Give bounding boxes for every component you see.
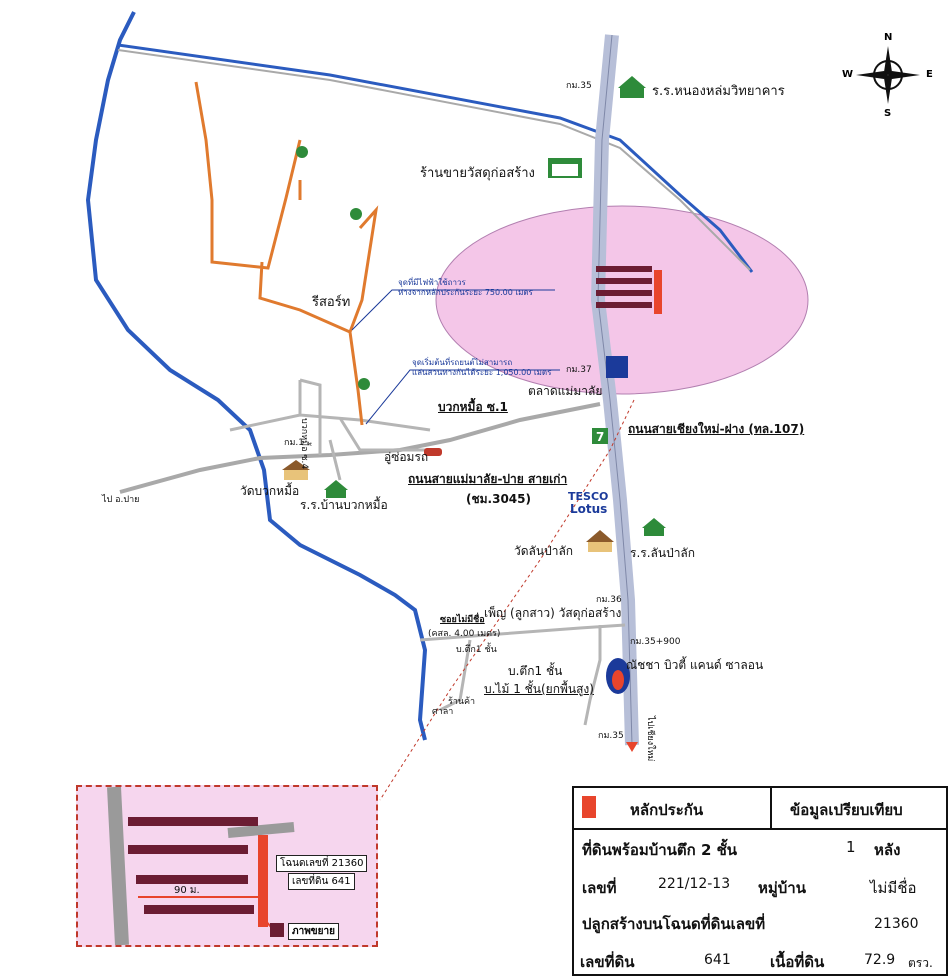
soi-width-label: (คสล. 4.00 เมตร) [428,629,501,639]
area-unit: ตรว. [908,956,933,970]
school-lan-pa-lak-icon [642,518,666,536]
phen-store-label: เพ็ญ (ลูกสาว) วัสดุก่อสร้าง [484,606,622,620]
house-1-storey-top-label: บ.ตึก1 ชั้น [456,645,497,655]
km1-label: กม.1 [284,438,304,448]
bank-icon [606,356,628,378]
wood-house-label: บ.ไม้ 1 ชั้น(ยกพื้นสูง) [484,682,594,696]
wat-buak-muea-label: วัดบวกหมื้อ [240,484,300,498]
enlarged-inset: โฉนดเลขที่ 21360 เลขที่ดิน 641 90 ม. ภาพ… [76,785,378,947]
house-1-storey-label: บ.ตึก1 ชั้น [508,664,563,678]
orange-path [194,81,379,426]
compass-n: N [884,32,893,43]
svg-text:7: 7 [596,430,604,444]
school-buak-muea-label: ร.ร.บ้านบวกหมื้อ [300,498,388,512]
leader-power [351,289,555,331]
collateral-header: หลักประกัน [630,801,704,819]
unit-count: 1 [846,838,856,856]
inset-enlarged: ภาพขยาย [288,923,339,940]
house-no-label: เลขที่ [582,879,617,897]
highlight-zone [435,205,809,395]
km35-bottom-label: กม.35 [598,731,624,741]
road-mae-malai-pai-label: ถนนสายแม่มาลัย-ปาย สายเก่า [408,472,568,486]
inset-deed-no: โฉนดเลขที่ 21360 [276,855,368,872]
compass: N S W E [840,32,936,119]
leader-start [365,369,560,425]
garage-label: อู่ซ่อมรถ [384,450,429,464]
inset-land-no: เลขที่ดิน 641 [288,873,355,890]
compass-s: S [884,108,892,119]
village-label: หมู่บ้าน [758,879,806,897]
road-code-3045-label: (ชม.3045) [466,492,531,506]
start-note: จุดเริ่มต้นที่รถยนต์ไม่สามารถแล่นสวนทางก… [412,358,552,377]
property-type: ที่ดินพร้อมบ้านตึก 2 ชั้น [582,841,738,859]
highway-107-edge [597,34,633,746]
deed-label: ปลูกสร้างบนโฉนดที่ดินเลขที่ [582,915,766,933]
deed-no: 21360 [874,916,919,932]
garage-car-icon [424,448,442,456]
marker-2 [350,208,362,220]
land-no-label: เลขที่ดิน [580,953,635,971]
seven-eleven-icon [592,428,608,444]
area: 72.9 [864,952,896,968]
inset-link [379,399,635,801]
school-lan-pa-lak-label: ร.ร.ลันป่าลัก [630,546,696,560]
north-road [117,49,751,271]
house-no: 221/12-13 [658,876,731,892]
collateral-marker [582,796,596,818]
to-pai-label: ไป อ.ปาย [102,495,140,505]
house-rows [596,266,662,314]
soi-unnamed [419,623,626,726]
km35-top-label: กม.35 [566,81,592,91]
sala-label: ศาลา [432,707,454,717]
compass-w: W [842,69,854,80]
school-buak-muea-icon [324,480,348,498]
compass-e: E [926,69,933,80]
unnamed-soi-label: ซอยไม่มีชื่อ [440,615,485,625]
to-chiangmai-label: ไปเชียงใหม่ [645,716,655,762]
area-label: เนื้อที่ดิน [770,953,825,971]
comparison-header: ข้อมูลเปรียบเทียบ [790,801,903,819]
village: ไม่มีชื่อ [870,879,917,897]
road-chiangmai-fang-label: ถนนสายเชียงใหม่-ฝาง (ทล.107) [628,422,805,436]
tesco-label-1: TESCO [568,490,609,503]
north-road-river [117,43,754,273]
marker-3 [358,378,370,390]
km37-label: กม.37 [566,365,592,375]
power-note: จุดที่มีไฟฟ้าใช้ถาวรห่างจากหลักประกันระย… [398,278,533,297]
to-chiangmai-arrow [626,742,638,752]
km35-900-label: กม.35+900 [630,637,681,647]
tesco-label-2: Lotus [570,502,608,516]
salon-label: ณัชชา บิวตี้ แคนด์ ซาลอน [626,658,764,672]
school-nonglom-icon [618,76,646,98]
land-no: 641 [704,952,731,968]
resort-label: รีสอร์ท [312,295,351,310]
unit-label: หลัง [874,841,901,859]
wat-lan-pa-lak-label: วัดลันป่าลัก [514,544,574,558]
buak-muea-junction-label: บวกหมื้อ ซ.1 [438,400,508,414]
road-soi-network [229,378,431,481]
road-mae-malai-pai [119,402,601,494]
mae-malai-market-label: ตลาดแม่มาลัย [528,384,603,398]
marker-1 [296,146,308,158]
property-info-table: หลักประกัน ข้อมูลเปรียบเทียบ ที่ดินพร้อม… [572,786,948,976]
temple-buak-muea-icon [282,460,310,480]
school-nonglom-label: ร.ร.หนองหล่มวิทยาคาร [652,84,785,99]
hardware-store-label: ร้านขายวัสดุก่อสร้าง [420,166,535,181]
river [85,11,428,741]
km36-label: กม.36 [596,595,622,605]
inset-distance: 90 ม. [174,885,200,896]
shop-label: ร้านค้า [448,697,476,707]
temple-lan-pa-lak-icon [586,530,614,552]
